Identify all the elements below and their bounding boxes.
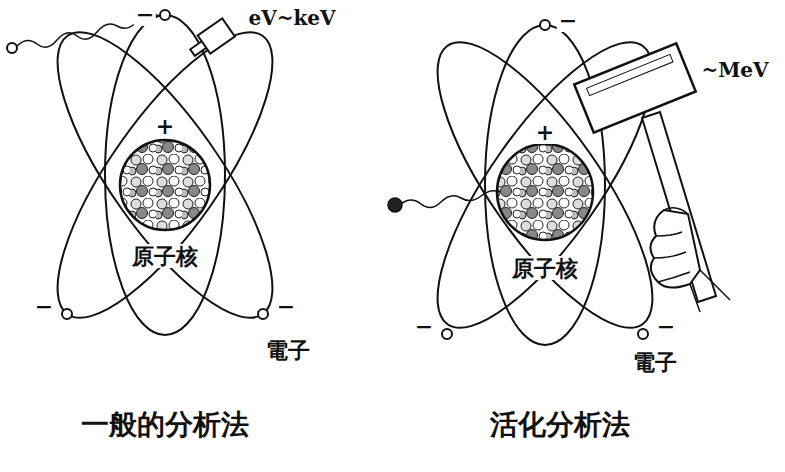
energy-label: ~MeV xyxy=(699,59,770,81)
part-name: 原子核 xyxy=(510,256,580,280)
charge-sign: − xyxy=(557,8,579,32)
small-hammer xyxy=(186,18,235,61)
emitted-particle xyxy=(388,198,402,212)
method-caption: 一般的分析法 xyxy=(79,410,251,440)
part-name: 電子 xyxy=(631,350,679,374)
charge-sign: − xyxy=(134,2,156,26)
energy-label: eV~keV xyxy=(246,7,337,29)
charge-sign: − xyxy=(33,294,55,318)
nucleus xyxy=(120,140,210,230)
particle-track xyxy=(401,191,499,208)
charge-sign: + xyxy=(154,114,176,138)
charge-sign: − xyxy=(275,294,297,318)
orbit-lines xyxy=(22,4,307,346)
part-name: 電子 xyxy=(264,338,312,362)
method-caption: 活化分析法 xyxy=(488,410,632,440)
large-hammer xyxy=(574,43,730,312)
nucleus xyxy=(497,144,593,240)
electrons xyxy=(7,10,268,319)
charge-sign: + xyxy=(534,120,556,144)
part-name: 原子核 xyxy=(130,244,200,268)
charge-sign: − xyxy=(413,314,435,338)
charge-sign: − xyxy=(655,314,677,338)
